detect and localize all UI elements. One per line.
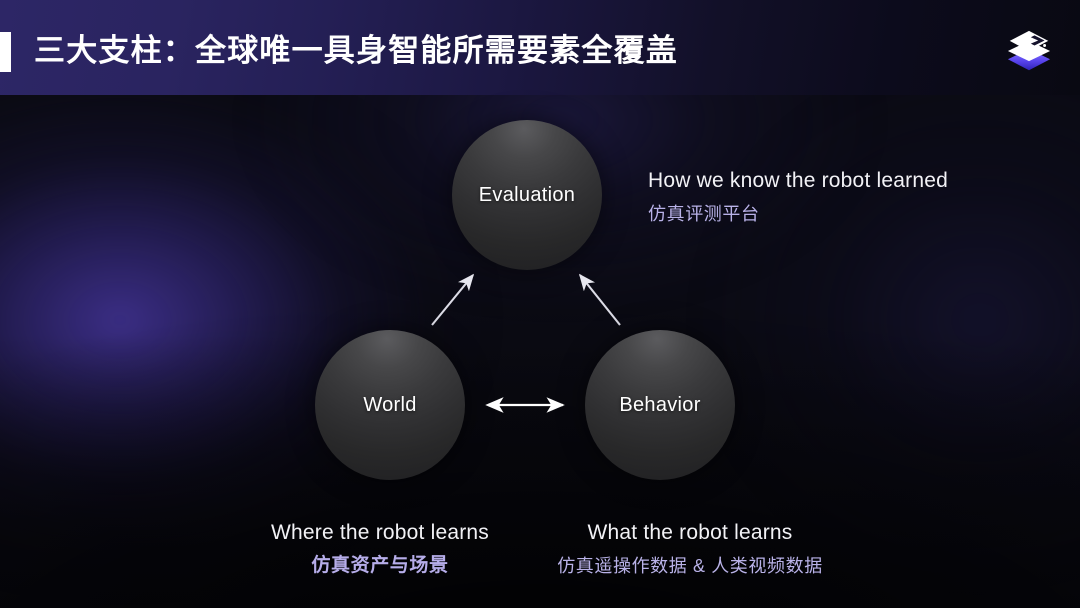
page-title: 三大支柱：全球唯一具身智能所需要素全覆盖 xyxy=(34,33,678,68)
note-behavior: What the robot learns 仿真遥操作数据 & 人类视频数据 xyxy=(540,518,840,580)
arrow-behavior-to-evaluation xyxy=(578,273,621,326)
note-behavior-cn: 仿真遥操作数据 & 人类视频数据 xyxy=(557,556,823,576)
arrow-world-to-evaluation xyxy=(431,273,475,326)
note-evaluation-cn: 仿真评测平台 xyxy=(648,204,760,224)
header-accent-bar xyxy=(0,32,11,72)
note-world: Where the robot learns 仿真资产与场景 xyxy=(265,518,495,580)
node-evaluation[interactable]: Evaluation xyxy=(452,120,602,270)
slide-header: 三大支柱：全球唯一具身智能所需要素全覆盖 xyxy=(0,0,1080,95)
stacked-layers-logo xyxy=(1007,30,1051,71)
note-world-en: Where the robot learns xyxy=(270,521,489,544)
note-behavior-en: What the robot learns xyxy=(587,521,793,544)
node-behavior[interactable]: Behavior xyxy=(585,330,735,480)
node-behavior-label: Behavior xyxy=(619,393,701,416)
note-evaluation-en: How we know the robot learned xyxy=(648,169,948,192)
note-evaluation: How we know the robot learned 仿真评测平台 xyxy=(648,166,948,228)
node-world[interactable]: World xyxy=(315,330,465,480)
note-world-cn: 仿真资产与场景 xyxy=(311,555,449,576)
node-evaluation-label: Evaluation xyxy=(478,183,576,206)
node-world-label: World xyxy=(363,393,417,416)
